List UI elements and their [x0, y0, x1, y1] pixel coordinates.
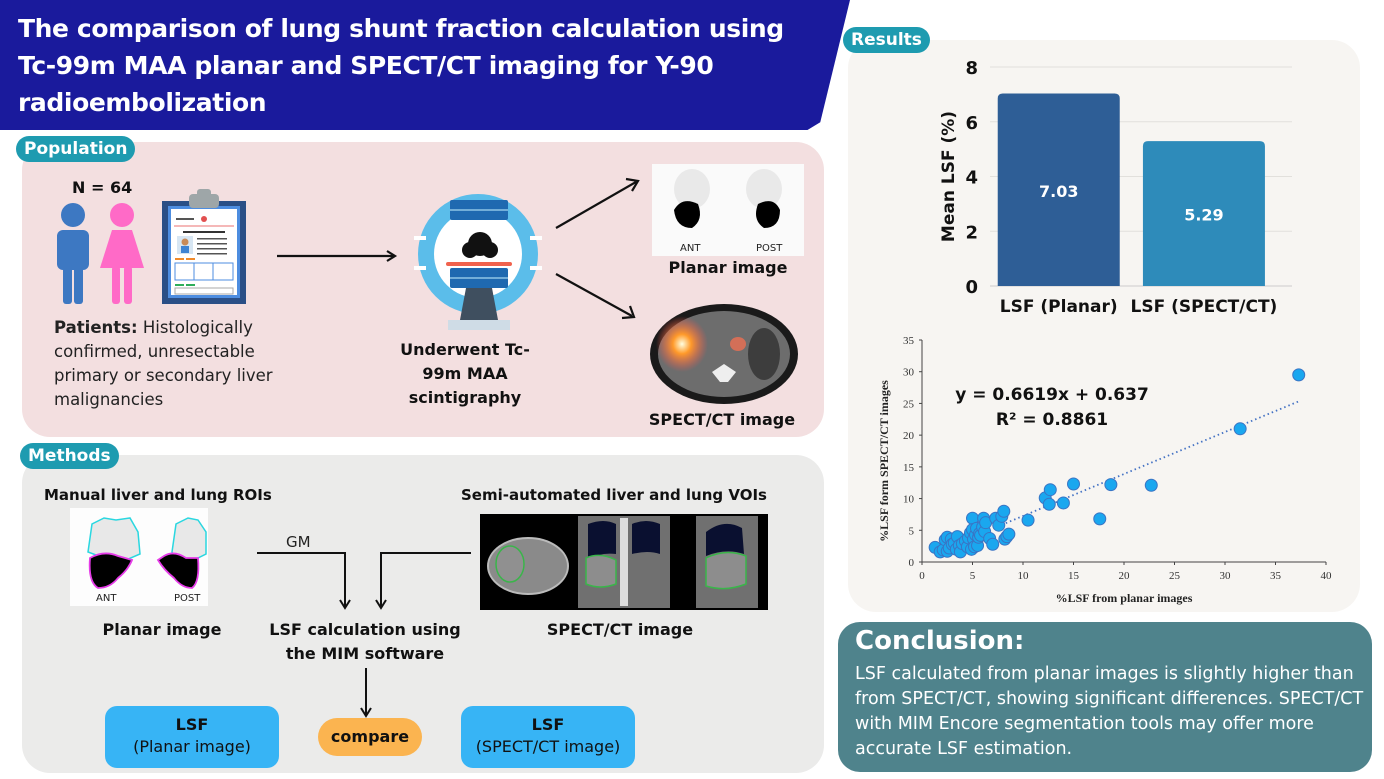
scintigraphy-label: Underwent Tc-99m MAA scintigraphy: [400, 340, 530, 407]
y-tick-label: 0: [965, 277, 978, 298]
x-axis-label: %LSF from planar images: [1056, 591, 1193, 605]
y-tick-label: 2: [965, 222, 978, 243]
y-axis-label: %LSF form SPECT/CT images: [877, 380, 891, 542]
scatter-point: [1292, 368, 1306, 382]
bar: [997, 93, 1120, 287]
y-tick-label: 35: [903, 335, 915, 347]
scatter-point: [997, 504, 1011, 518]
bar-value-label: 7.03: [1039, 182, 1078, 201]
planar-post-label: POST: [756, 243, 783, 254]
y-tick-label: 4: [965, 168, 978, 189]
roi-ant-label: ANT: [96, 593, 117, 604]
spect-ct-image-caption: SPECT/CT image: [648, 410, 796, 429]
y-tick-label: 6: [965, 113, 978, 134]
scatter-point: [1002, 527, 1016, 541]
scatter-point: [1042, 497, 1056, 511]
patients-description: Patients: Histologically confirmed, unre…: [54, 316, 294, 412]
x-category-label: LSF (SPECT/CT): [1131, 297, 1278, 317]
title-banner: [0, 0, 850, 130]
lsf-planar-box: LSF (Planar image): [105, 706, 279, 768]
y-tick-label: 8: [965, 58, 978, 79]
x-tick-label: 40: [1321, 570, 1333, 582]
scatter-point: [986, 537, 1000, 551]
planar-image-caption: Planar image: [668, 258, 788, 277]
lsf-calc-line-1: LSF calculation using: [269, 620, 461, 639]
methods-planar-caption: Planar image: [102, 620, 222, 639]
lsf-calc-line-2: the MIM software: [285, 644, 445, 663]
lsf-spect-box: LSF (SPECT/CT image): [461, 706, 635, 768]
planar-ant-label: ANT: [680, 243, 701, 254]
lsf-calculation-label: LSF calculation using the MIM software: [255, 618, 475, 666]
planar-scan-image: ANT POST: [652, 164, 804, 256]
scatter-point: [1056, 496, 1070, 510]
scatter-point: [1093, 512, 1107, 526]
y-axis-label: Mean LSF (%): [939, 111, 959, 242]
lsf-spect-sub: (SPECT/CT image): [475, 737, 621, 756]
scatter-point: [1067, 477, 1080, 491]
bar-value-label: 5.29: [1184, 206, 1223, 225]
y-tick-label: 0: [909, 557, 915, 569]
methods-section-label: Methods: [20, 443, 119, 469]
conclusion-text: LSF calculated from planar images is sli…: [855, 664, 1364, 759]
methods-spect-caption: SPECT/CT image: [546, 620, 694, 639]
spect-ct-voi-image: [480, 514, 768, 610]
arrow-down-right-icon: [555, 273, 633, 317]
spect-ct-scan-image: [650, 304, 798, 404]
scatter-point: [1104, 478, 1118, 492]
gamma-camera-icon: [414, 194, 542, 330]
gm-label: GM: [286, 533, 311, 551]
arrow-up-right-icon: [555, 181, 637, 229]
x-tick-label: 5: [970, 570, 976, 582]
patients-text: Histologically confirmed, unresectable p…: [54, 318, 273, 409]
population-section-label: Population: [16, 136, 136, 162]
male-icon: [57, 203, 89, 304]
results-section-label: Results: [843, 27, 930, 53]
conclusion-panel: [838, 622, 1372, 772]
lsf-scatter-chart: 0 5 10 15 20 25 30 35 0 5 10 15 20 25 30 35 40 y = 0.6619…: [877, 335, 1333, 605]
scatter-point: [1144, 478, 1158, 492]
x-tick-label: 20: [1119, 570, 1131, 582]
lsf-planar-title: LSF: [175, 715, 209, 734]
roi-post-label: POST: [174, 593, 201, 604]
sample-size: N = 64: [72, 178, 133, 197]
female-icon: [100, 203, 144, 304]
y-tick-label: 5: [909, 525, 915, 537]
lsf-planar-sub: (Planar image): [133, 737, 251, 756]
y-tick-label: 30: [903, 367, 915, 379]
patients-label: Patients:: [54, 318, 138, 337]
clipboard-icon: [162, 189, 246, 304]
semi-automated-voi-heading: Semi-automated liver and lung VOIs: [461, 486, 767, 504]
scatter-point: [1043, 483, 1057, 497]
x-category-label: LSF (Planar): [1000, 297, 1118, 317]
scatter-point: [1233, 422, 1247, 436]
x-tick-label: 30: [1220, 570, 1232, 582]
x-tick-label: 35: [1270, 570, 1282, 582]
compare-box: compare: [318, 718, 422, 756]
bar: [1142, 141, 1265, 286]
arrow-right-icon: [277, 250, 398, 262]
manual-roi-heading: Manual liver and lung ROIs: [44, 486, 272, 504]
arrow-down-icon: [360, 668, 372, 718]
y-tick-label: 25: [903, 398, 915, 410]
y-tick-label: 20: [903, 430, 915, 442]
y-tick-label: 15: [903, 462, 915, 474]
x-tick-label: 0: [919, 570, 925, 582]
x-tick-label: 25: [1169, 570, 1181, 582]
scatter-point: [1021, 513, 1035, 527]
flow-connectors: [257, 552, 471, 610]
x-tick-label: 15: [1068, 570, 1080, 582]
lsf-spect-title: LSF: [531, 715, 565, 734]
x-tick-label: 10: [1018, 570, 1030, 582]
conclusion-title: Conclusion:: [855, 626, 1025, 656]
planar-roi-image: ANT POST: [70, 508, 208, 606]
y-tick-label: 10: [903, 494, 915, 506]
r-squared: R² = 0.8861: [996, 410, 1108, 430]
poster-title: The comparison of lung shunt fraction ca…: [18, 14, 784, 117]
branch-arrows: [555, 177, 640, 320]
regression-equation: y = 0.6619x + 0.637: [955, 385, 1149, 405]
